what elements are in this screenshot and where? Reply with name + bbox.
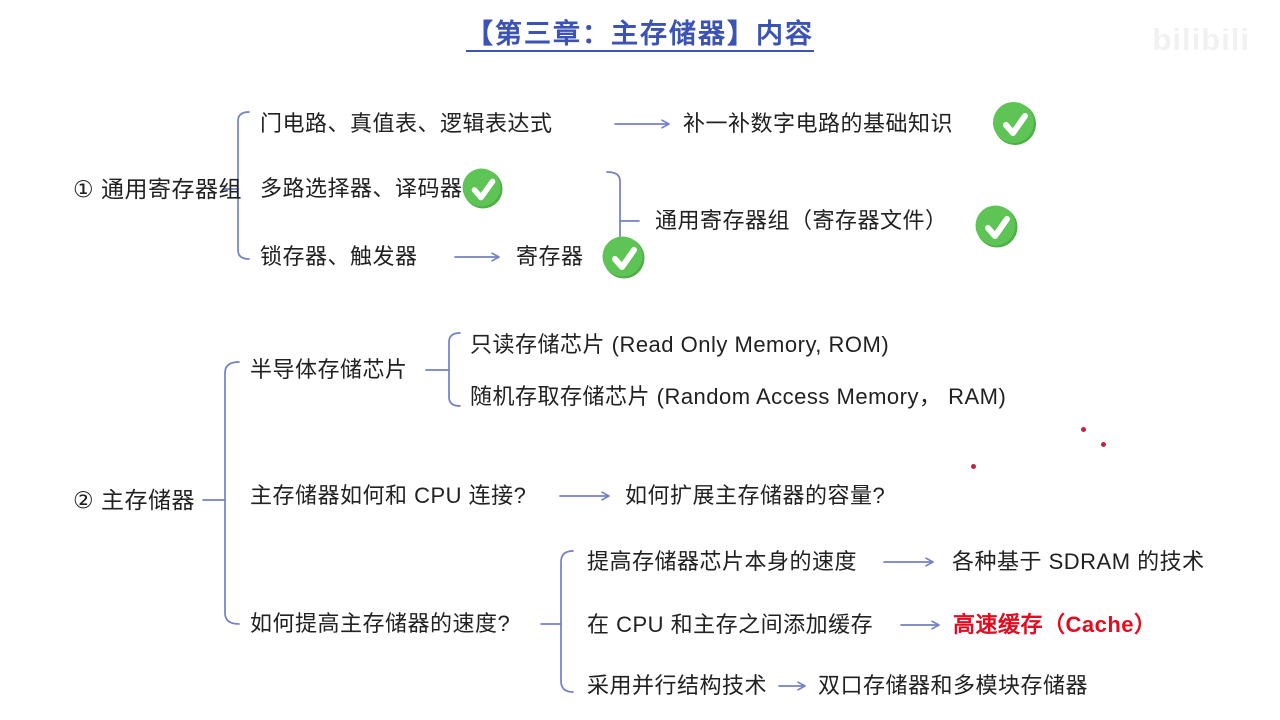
node-capacity-expansion-question: 如何扩展主存储器的容量? <box>625 483 886 508</box>
node-parallel-structure: 采用并行结构技术 <box>587 673 768 698</box>
laser-dot <box>971 464 976 469</box>
node-rom: 只读存储芯片 (Read Only Memory, ROM) <box>470 332 890 357</box>
node-digital-basics: 补一补数字电路的基础知识 <box>683 111 954 136</box>
node-chip-speed: 提高存储器芯片本身的速度 <box>587 549 858 574</box>
node-latch-flipflop: 锁存器、触发器 <box>260 244 418 269</box>
node-add-cache: 在 CPU 和主存之间添加缓存 <box>587 612 874 637</box>
node-register: 寄存器 <box>516 244 584 269</box>
laser-dot <box>1101 442 1106 447</box>
laser-dot <box>1081 427 1086 432</box>
bracket-semiconductor <box>448 332 461 407</box>
bilibili-watermark: bilibili <box>1152 22 1250 57</box>
node-gate-circuits: 门电路、真值表、逻辑表达式 <box>260 111 553 136</box>
page-title-text: 【第三章：主存储器】内容 <box>466 19 814 49</box>
node-main-memory: ② 主存储器 <box>73 487 196 513</box>
node-semiconductor-chip: 半导体存储芯片 <box>250 357 408 382</box>
node-mux-decoder: 多路选择器、译码器 <box>260 176 463 201</box>
node-cache-highlight: 高速缓存（Cache） <box>953 612 1157 637</box>
check-icon-register-file <box>975 205 1018 248</box>
node-register-file: 通用寄存器组（寄存器文件） <box>655 208 948 233</box>
node-cpu-connection-question: 主存储器如何和 CPU 连接? <box>250 483 527 508</box>
node-dual-port-memory: 双口存储器和多模块存储器 <box>818 673 1089 698</box>
page-title: 【第三章：主存储器】内容 <box>0 12 1280 51</box>
bracket-section2 <box>224 361 240 625</box>
node-speed-question: 如何提高主存储器的速度? <box>250 611 511 636</box>
check-icon-register <box>602 236 645 279</box>
node-ram: 随机存取存储芯片 (Random Access Memory， RAM) <box>470 384 1007 409</box>
bracket-speed <box>560 550 574 693</box>
bracket-merge <box>606 171 621 240</box>
check-icon-digital-basics <box>993 102 1036 145</box>
check-icon-mux-decoder <box>462 168 503 209</box>
node-sdram-tech: 各种基于 SDRAM 的技术 <box>952 549 1205 574</box>
node-register-file-group: ① 通用寄存器组 <box>73 176 243 202</box>
